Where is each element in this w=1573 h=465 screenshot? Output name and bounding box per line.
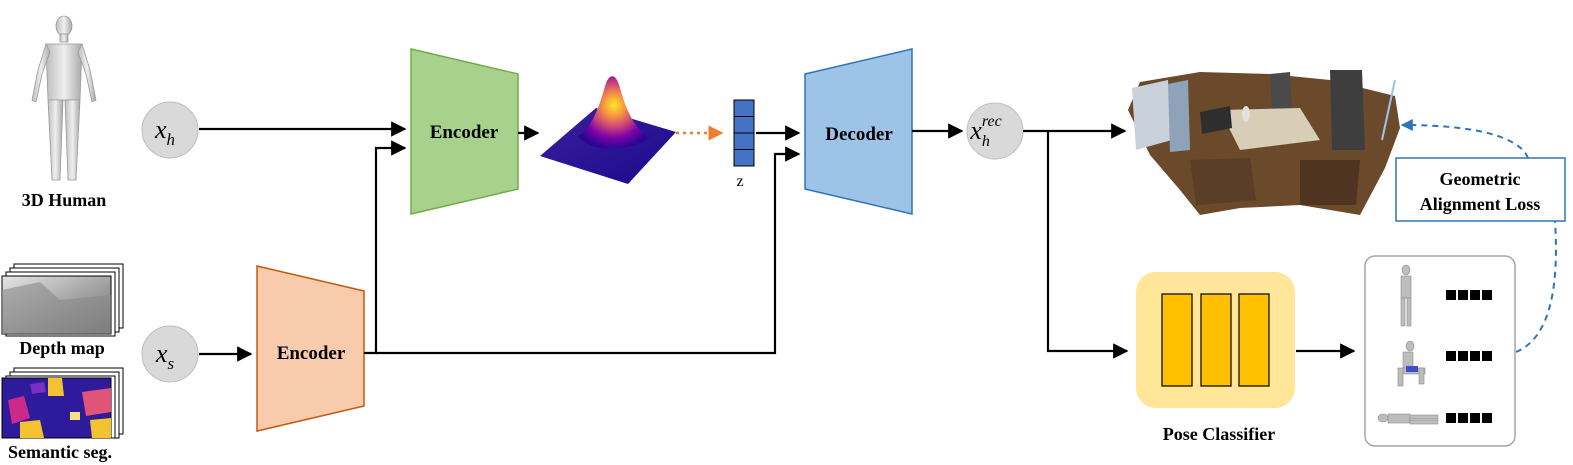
node-xh: xh [141,101,199,159]
decoder: Decoder [804,48,913,215]
latent-vector [733,99,755,167]
arrows [199,121,1356,362]
latent-label: z [736,173,743,190]
encoder-bottom-label: Encoder [277,343,346,364]
loss-input-line [1515,220,1557,353]
human-figure [31,15,97,181]
gaussian-distribution [540,76,676,184]
scene-reconstruction [1128,70,1400,215]
human-label: 3D Human [22,190,107,210]
geo-loss-line2: Alignment Loss [1420,194,1541,214]
pose-output-box [1364,255,1516,447]
depth-map-stack [1,263,124,337]
svg-text:xs: xs [155,339,175,373]
encoder-bottom: Encoder [256,265,365,432]
svg-text:xhrec: xhrec [969,113,1001,150]
lying-pose [1377,413,1439,425]
arrow-cond-encoder [364,140,407,355]
arrow-cond-decoder [376,146,801,355]
depth-label: Depth map [19,338,105,358]
encoder-top-label: Encoder [430,122,499,143]
geometric-loss-box: Geometric Alignment Loss [1395,157,1566,222]
encoder-top: Encoder [410,48,519,215]
geo-loss-line1: Geometric [1440,169,1521,189]
standing-pose [1400,264,1412,327]
semantic-label: Semantic seg. [8,442,112,462]
pose-classifier-label: Pose Classifier [1163,424,1275,444]
svg-text:xh: xh [154,115,175,149]
pose-scores [1446,290,1492,423]
sitting-pose [1397,340,1426,387]
node-xrec: xhrec [966,102,1024,160]
loss-feedback-arrow [1400,119,1529,159]
decoder-label: Decoder [825,124,893,145]
node-xs: xs [141,325,199,383]
semantic-seg-stack [1,367,124,439]
pose-classifier [1136,272,1295,408]
arrow-xrec-classifier [1046,131,1129,359]
